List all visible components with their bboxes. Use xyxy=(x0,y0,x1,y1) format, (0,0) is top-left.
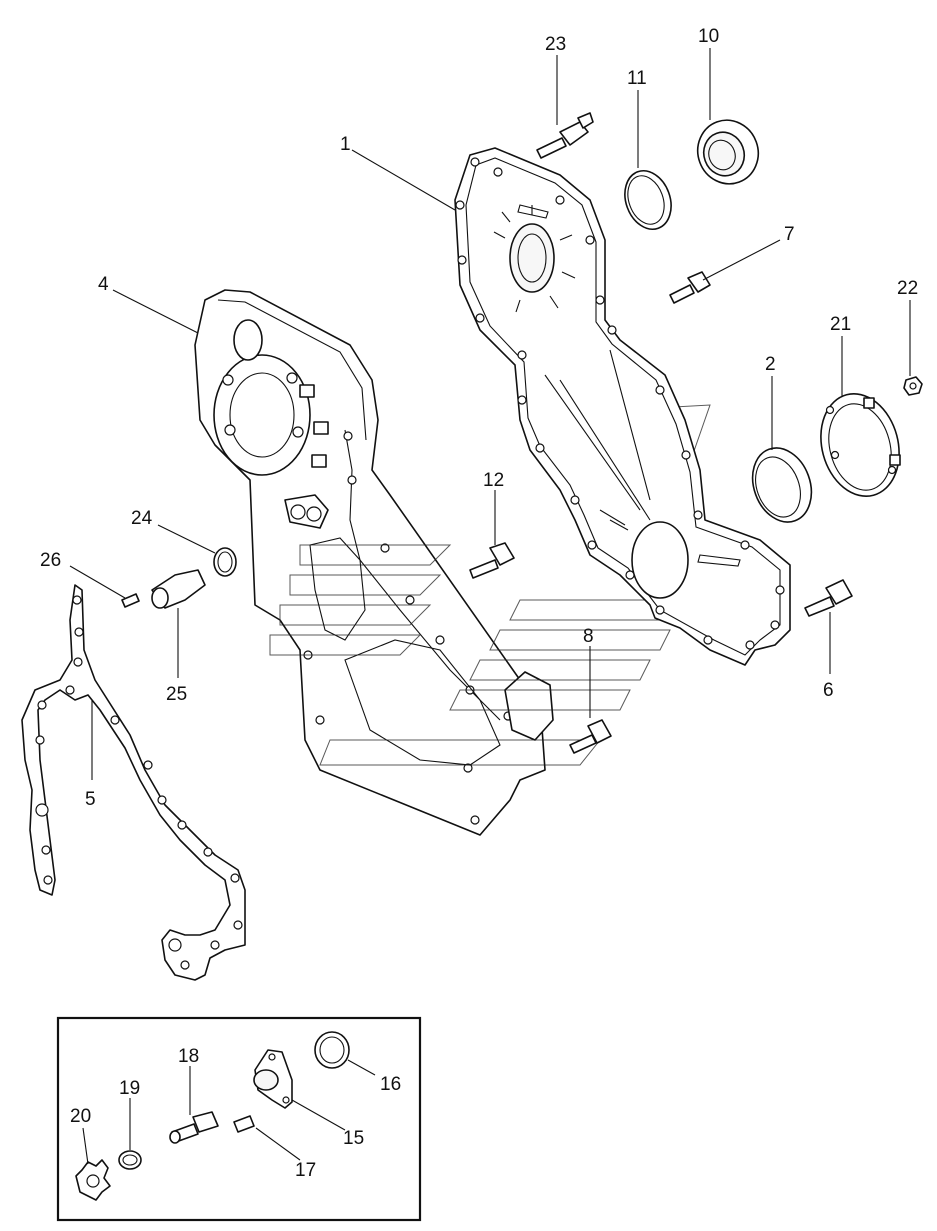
callout-18: 18 xyxy=(178,1046,199,1067)
callout-17: 17 xyxy=(295,1160,316,1181)
callout-11: 11 xyxy=(627,68,647,89)
callout-23: 23 xyxy=(545,34,566,55)
callout-24: 24 xyxy=(131,508,153,529)
part-2-seal xyxy=(751,447,813,523)
callout-1: 1 xyxy=(340,134,351,155)
callout-25: 25 xyxy=(166,684,187,705)
callout-6: 6 xyxy=(823,680,834,701)
part-20-lock-washer xyxy=(75,1159,111,1201)
part-8-bolt xyxy=(569,719,612,754)
callout-7: 7 xyxy=(784,224,795,245)
inset-box xyxy=(56,1016,422,1222)
callout-4: 4 xyxy=(98,274,109,295)
leader-lines xyxy=(69,48,911,1165)
callout-21: 21 xyxy=(830,314,851,335)
part-25-sensor xyxy=(151,569,206,609)
callout-16: 16 xyxy=(380,1074,401,1095)
callout-15: 15 xyxy=(343,1128,364,1149)
callout-10: 10 xyxy=(698,26,719,47)
part-5-gasket xyxy=(21,584,246,981)
part-24-o-ring xyxy=(213,547,237,577)
callout-26: 26 xyxy=(40,550,61,571)
part-10-seal xyxy=(696,119,760,185)
part-21-plate xyxy=(820,393,901,497)
part-6-bolt xyxy=(804,579,853,617)
part-12-bolt xyxy=(469,542,515,579)
callout-labels: 1 2 4 5 6 7 8 10 11 12 15 16 17 18 19 20… xyxy=(40,26,918,1181)
part-15-flange xyxy=(253,1049,293,1109)
part-7-bolt xyxy=(669,271,711,304)
part-18-plug xyxy=(169,1111,219,1144)
part-19-o-ring xyxy=(118,1150,142,1170)
callout-2: 2 xyxy=(765,354,776,375)
part-16-o-ring xyxy=(314,1031,350,1069)
callout-20: 20 xyxy=(70,1106,91,1127)
part-17-screw xyxy=(233,1115,255,1133)
callout-22: 22 xyxy=(897,278,918,299)
callout-8: 8 xyxy=(583,626,594,647)
callout-19: 19 xyxy=(119,1078,140,1099)
callout-5: 5 xyxy=(85,789,96,810)
part-11-seal xyxy=(624,170,672,230)
part-23-stud xyxy=(536,112,594,159)
part-22-nut xyxy=(903,376,923,396)
part-26-screw xyxy=(121,593,140,608)
part-1-front-cover xyxy=(454,147,791,666)
callout-12: 12 xyxy=(483,470,504,491)
